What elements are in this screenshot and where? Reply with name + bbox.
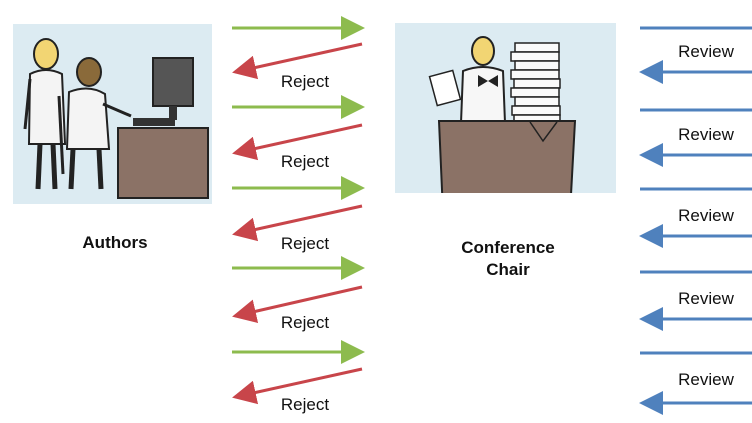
reject-label: Reject xyxy=(280,72,330,91)
chair-caption-line1: Conference xyxy=(461,238,555,257)
reject-arrow xyxy=(232,42,363,80)
submit-arrows xyxy=(232,16,365,364)
review-label: Review xyxy=(678,289,734,308)
review-label: Review xyxy=(678,370,734,389)
review-label: Review xyxy=(678,125,734,144)
reject-arrows xyxy=(232,42,363,405)
reject-arrow xyxy=(232,285,363,324)
reject-arrow xyxy=(232,367,363,405)
chair-caption-line2: Chair xyxy=(486,260,530,279)
chair-caption: Conference Chair xyxy=(418,237,598,281)
review-arrows xyxy=(639,26,752,415)
review-label: Review xyxy=(678,42,734,61)
reject-arrow xyxy=(232,204,363,242)
reject-label: Reject xyxy=(280,234,330,253)
reject-label: Reject xyxy=(280,152,330,171)
review-label: Review xyxy=(678,206,734,225)
chair-illustration-panel xyxy=(395,23,616,214)
reject-label: Reject xyxy=(280,313,330,332)
chair-with-papers-icon xyxy=(428,36,577,214)
authors-at-computer-icon xyxy=(23,38,209,199)
authors-caption: Authors xyxy=(82,233,148,252)
reject-label: Reject xyxy=(280,395,330,414)
reject-arrow xyxy=(232,123,363,161)
authors-illustration-panel xyxy=(13,24,212,204)
